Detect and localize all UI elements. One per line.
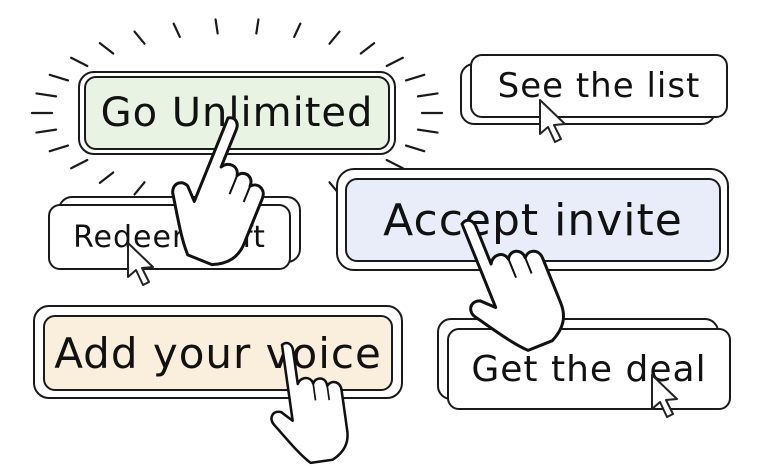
ray	[416, 128, 439, 134]
ray	[359, 42, 376, 55]
ray	[385, 56, 404, 68]
see-the-list-label: See the list	[497, 66, 701, 106]
get-the-deal-label: Get the deal	[471, 348, 707, 390]
ray	[48, 73, 70, 82]
ray	[70, 56, 89, 68]
ray	[35, 128, 58, 134]
ray	[98, 42, 115, 55]
ray	[404, 73, 426, 82]
ray	[328, 30, 341, 45]
ray	[255, 18, 260, 35]
add-your-voice-label: Add your voice	[54, 328, 382, 378]
accept-invite-button[interactable]: Accept invite	[345, 178, 721, 262]
get-the-deal-button[interactable]: Get the deal	[447, 328, 731, 410]
redeem-gift-button[interactable]: Redeem gift	[48, 204, 291, 270]
ray	[404, 144, 426, 153]
accept-invite-label: Accept invite	[383, 194, 683, 246]
ray	[416, 92, 439, 98]
see-the-list-button[interactable]: See the list	[470, 54, 728, 118]
ray	[35, 92, 58, 98]
ray	[133, 181, 146, 196]
ray	[214, 18, 219, 35]
go-unlimited-label: Go Unlimited	[100, 90, 374, 136]
ray	[98, 171, 115, 184]
redeem-gift-label: Redeem gift	[73, 219, 266, 255]
ray	[293, 22, 302, 39]
ray	[48, 144, 70, 153]
ray	[133, 30, 146, 45]
go-unlimited-button[interactable]: Go Unlimited	[84, 76, 390, 150]
ray	[70, 158, 89, 170]
add-your-voice-button[interactable]: Add your voice	[43, 315, 393, 391]
ray	[172, 22, 181, 39]
